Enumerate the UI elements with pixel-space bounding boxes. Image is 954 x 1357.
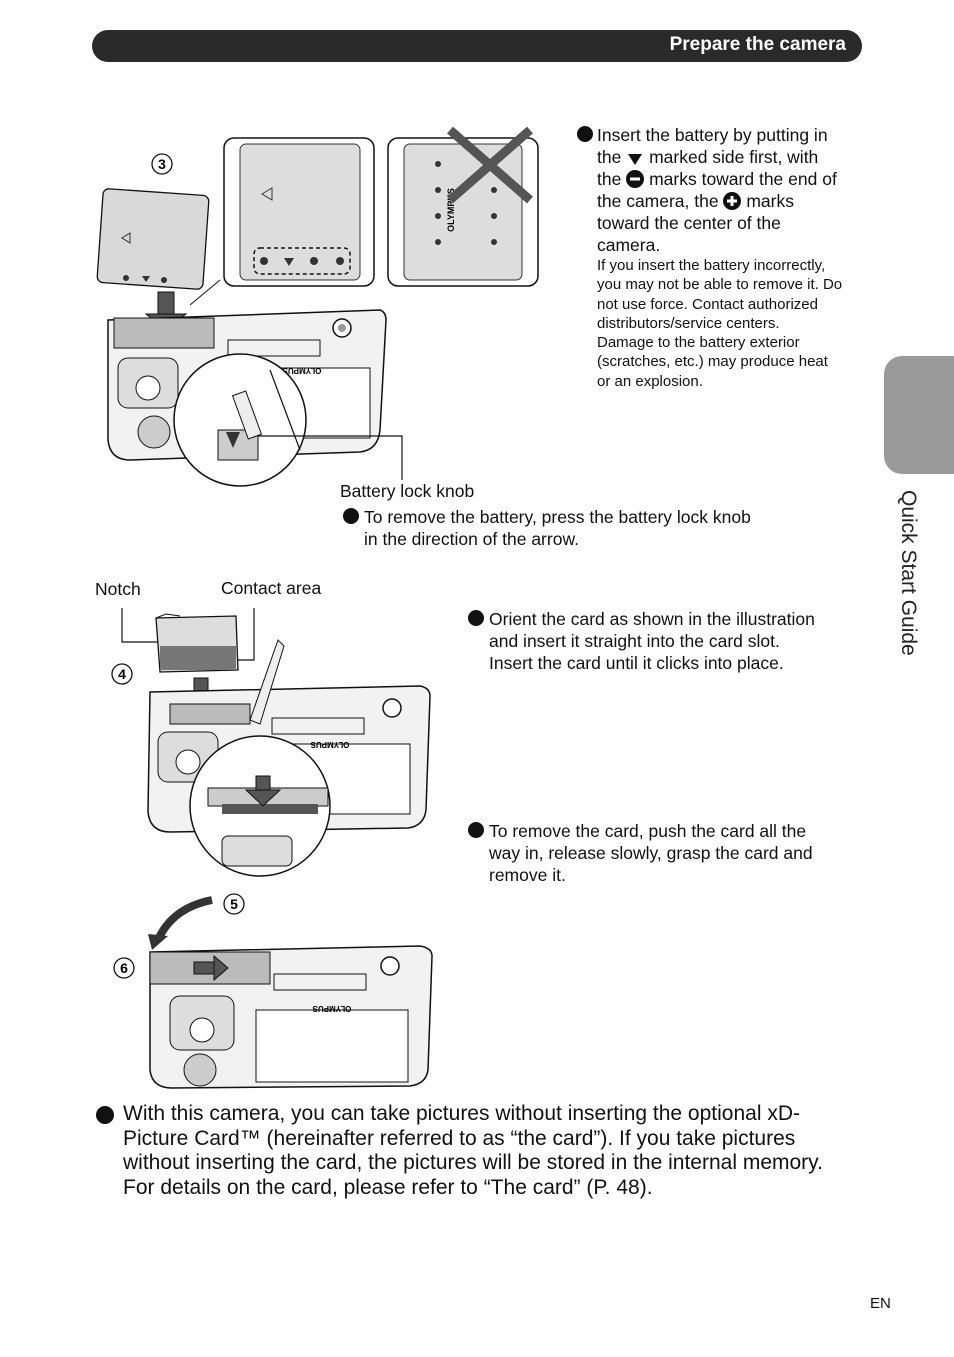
brand-logo-4: OLYMPUS <box>312 1004 351 1013</box>
battery-remove-line: To remove the battery, press the battery… <box>364 507 751 527</box>
battery-correct-detail <box>189 137 375 306</box>
battery-remove-line: in the direction of the arrow. <box>364 529 579 549</box>
bullet-icon <box>468 610 484 626</box>
step-6-text: 6 <box>120 960 128 976</box>
magnifier-detail <box>173 353 307 487</box>
warning-line: or an explosion. <box>597 372 703 390</box>
bullet-icon <box>468 822 484 838</box>
card-magnifier-detail <box>189 735 331 877</box>
warning-line: distributors/service centers. <box>597 314 780 332</box>
note-line: With this camera, you can take pictures … <box>123 1102 800 1125</box>
memory-card-icon <box>155 613 239 673</box>
battery-wrong-detail: OLYMPUS <box>387 126 539 287</box>
side-label-text: Quick Start Guide <box>897 490 920 656</box>
battery-instr-line: the marks toward the end of <box>597 169 837 189</box>
note-line: without inserting the card, the pictures… <box>123 1151 823 1174</box>
triangle-down-icon <box>628 154 643 165</box>
battery-instr-line: camera. <box>597 235 661 255</box>
brand-logo-2: OLYMPUS <box>446 188 456 232</box>
side-label: Quick Start Guide <box>896 490 926 680</box>
section-header: Prepare the camera <box>92 30 862 62</box>
battery-instr-line: the marked side first, with <box>597 147 819 167</box>
warning-line: (scratches, etc.) may produce heat <box>597 353 828 371</box>
warning-line: not use force. Contact authorized <box>597 295 818 313</box>
card-remove-text: To remove the card, push the card all th… <box>489 820 869 886</box>
step-5-text: 5 <box>230 896 238 912</box>
camera-body-3: OLYMPUS <box>149 945 433 1089</box>
card-remove-line: To remove the card, push the card all th… <box>489 821 807 841</box>
battery-instruction: Insert the battery by putting in the mar… <box>597 124 867 256</box>
step-3-text: 3 <box>158 156 166 172</box>
battery-insert-illustration: 3 OLYMPUS <box>96 126 539 487</box>
step-6-marker: 6 <box>113 957 135 979</box>
step-5-marker: 5 <box>223 893 245 915</box>
contact-area-label: Contact area <box>221 578 322 598</box>
battery-remove-text: To remove the battery, press the battery… <box>364 506 824 550</box>
note-line: Picture Card™ (hereinafter referred to a… <box>123 1126 796 1150</box>
memory-note: With this camera, you can take pictures … <box>123 1102 883 1200</box>
note-line: For details on the card, please refer to… <box>123 1175 653 1199</box>
card-remove-line: way in, release slowly, grasp the card a… <box>489 843 813 863</box>
lock-knob-leader <box>258 435 403 480</box>
battery-lock-knob-label: Battery lock knob <box>340 481 475 501</box>
battery-warning: If you insert the battery incorrectly, y… <box>597 256 867 391</box>
language-code: EN <box>870 1295 891 1312</box>
battery-instr-line: the camera, the marks <box>597 191 794 211</box>
bullet-icon <box>96 1106 114 1124</box>
minus-circle-icon <box>626 170 645 188</box>
plus-circle-icon <box>723 192 742 210</box>
bullet-icon <box>343 508 359 524</box>
side-tab <box>884 356 954 474</box>
card-orient-line: Insert the card until it clicks into pla… <box>489 653 784 673</box>
battery-instr-line: Insert the battery by putting in <box>597 125 828 145</box>
battery-icon <box>96 188 210 290</box>
step-4-marker: 4 <box>111 663 133 685</box>
brand-logo-3: OLYMPUS <box>310 740 349 749</box>
warning-line: you may not be able to remove it. Do <box>597 276 843 294</box>
brand-logo-1: OLYMPUS <box>282 366 321 375</box>
step-3-marker: 3 <box>151 153 173 175</box>
section-title: Prepare the camera <box>669 34 846 55</box>
warning-line: Damage to the battery exterior <box>597 334 800 352</box>
contact-leader <box>234 608 255 661</box>
card-orient-line: and insert it straight into the card slo… <box>489 631 780 651</box>
notch-label: Notch <box>95 579 141 599</box>
card-insert-illustration: 4 OLYMPUS <box>111 608 431 877</box>
bullet-icon <box>577 126 593 142</box>
step-4-text: 4 <box>118 666 126 682</box>
card-orient-line: Orient the card as shown in the illustra… <box>489 609 815 629</box>
slide-arrow-icon <box>193 954 229 982</box>
notch-leader <box>121 608 158 643</box>
close-curve-arrow-icon <box>148 896 213 950</box>
cover-close-illustration: 5 6 OLYMPUS <box>113 893 433 1089</box>
warning-line: If you insert the battery incorrectly, <box>597 257 826 274</box>
battery-instr-line: toward the center of the <box>597 213 781 233</box>
card-orient-text: Orient the card as shown in the illustra… <box>489 608 869 674</box>
card-remove-line: remove it. <box>489 865 566 885</box>
